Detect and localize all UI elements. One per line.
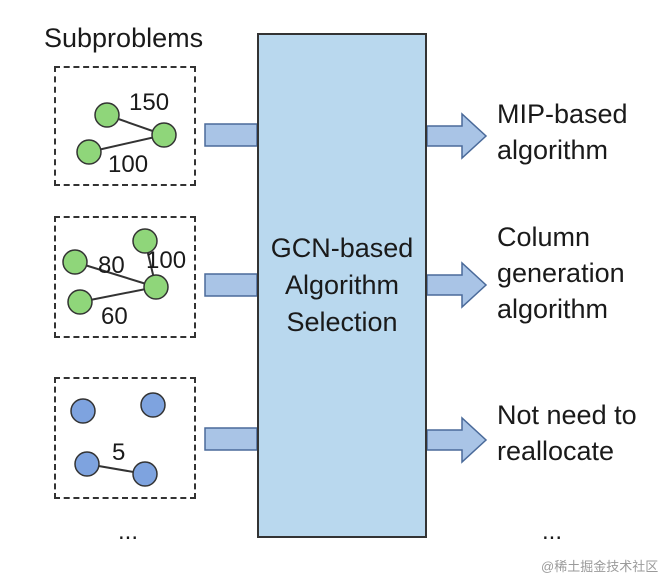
output-label-2: Column generation algorithm: [497, 219, 625, 327]
subproblem-box-3: [54, 377, 196, 499]
graph-node: [132, 228, 158, 254]
graph-edge: [88, 134, 165, 153]
edge-weight-label: 150: [129, 89, 169, 116]
output-line: MIP-based: [497, 99, 628, 129]
graph-node: [62, 249, 88, 275]
output-label-1: MIP-based algorithm: [497, 96, 628, 168]
graph-node: [76, 139, 102, 165]
edge-weight-label: 80: [98, 252, 125, 279]
graph-node: [140, 392, 166, 418]
subproblem-box-1: [54, 66, 196, 186]
graph-node: [67, 289, 93, 315]
gcn-selection-block: GCN-based Algorithm Selection: [257, 33, 427, 538]
graph-node: [132, 461, 158, 487]
edge-weight-label: 100: [108, 151, 148, 178]
left-ellipsis: ...: [118, 518, 139, 545]
graph-edge: [74, 261, 157, 288]
subproblems-title: Subproblems: [44, 23, 204, 53]
output-arrow-1: [426, 112, 488, 160]
graph-node: [151, 122, 177, 148]
watermark: @稀土掘金技术社区: [541, 559, 659, 574]
edge-weight-label: 5: [112, 439, 125, 466]
output-line: algorithm: [497, 135, 609, 165]
input-arrow-2: [204, 273, 258, 297]
subproblem-graph-3: 5: [70, 392, 166, 487]
subproblem-graph-2: 80 100 60: [62, 228, 186, 330]
graph-edge: [79, 286, 157, 303]
edge-weight-label: 100: [146, 247, 186, 274]
graph-node: [70, 398, 96, 424]
subproblem-graph-1: 150 100: [76, 89, 177, 178]
output-line: reallocate: [497, 436, 615, 466]
center-line: Algorithm: [284, 270, 400, 300]
output-line: generation: [497, 258, 625, 288]
output-line: Not need to: [497, 400, 637, 430]
input-arrow-1: [204, 123, 258, 147]
output-label-3: Not need to reallocate: [497, 397, 637, 469]
graph-node: [74, 451, 100, 477]
output-line: algorithm: [497, 294, 609, 324]
output-arrow-2: [426, 261, 488, 309]
center-line: Selection: [286, 307, 398, 337]
graph-node: [94, 102, 120, 128]
input-arrow-3: [204, 427, 258, 451]
output-arrow-3: [426, 416, 488, 464]
output-line: Column: [497, 222, 591, 252]
subproblem-box-2: [54, 216, 196, 338]
graph-node: [143, 274, 169, 300]
right-ellipsis: ...: [542, 518, 563, 545]
center-line: GCN-based: [270, 233, 414, 263]
gcn-selection-label: GCN-based Algorithm Selection: [271, 230, 414, 341]
edge-weight-label: 60: [101, 303, 128, 330]
